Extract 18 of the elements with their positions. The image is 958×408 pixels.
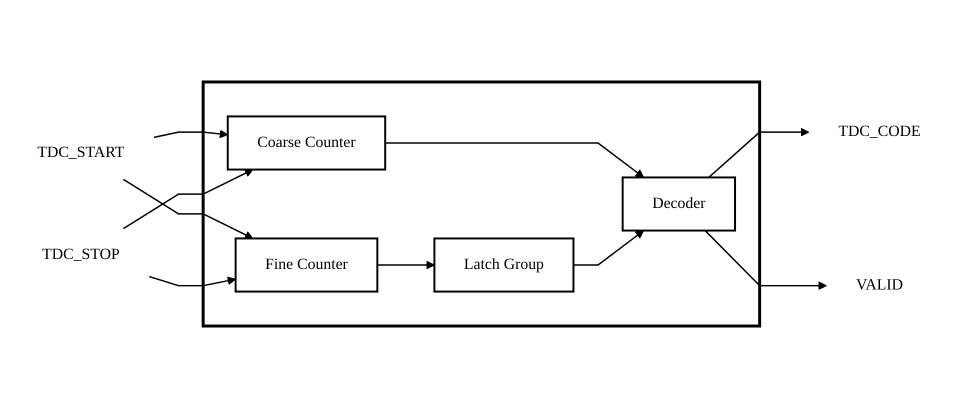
node-text: TDC_STOP bbox=[42, 246, 120, 264]
node-box: Coarse Counter bbox=[226, 115, 386, 171]
node-text: TDC_START bbox=[37, 144, 124, 161]
arrow bbox=[385, 142, 644, 178]
node-box: Decoder bbox=[622, 176, 736, 232]
node-text: VALID bbox=[856, 276, 903, 294]
arrow bbox=[573, 230, 644, 266]
node-box: Fine Counter bbox=[234, 237, 378, 293]
node-text: TDC_CODE bbox=[838, 123, 921, 140]
arrow bbox=[154, 130, 228, 138]
arrow bbox=[123, 178, 254, 239]
arrow bbox=[704, 230, 827, 290]
arrow bbox=[377, 260, 435, 270]
arrow bbox=[123, 169, 254, 230]
arrow bbox=[149, 276, 236, 286]
arrow bbox=[708, 128, 810, 178]
cluster bbox=[202, 80, 762, 328]
node-box: Latch Group bbox=[433, 237, 574, 293]
